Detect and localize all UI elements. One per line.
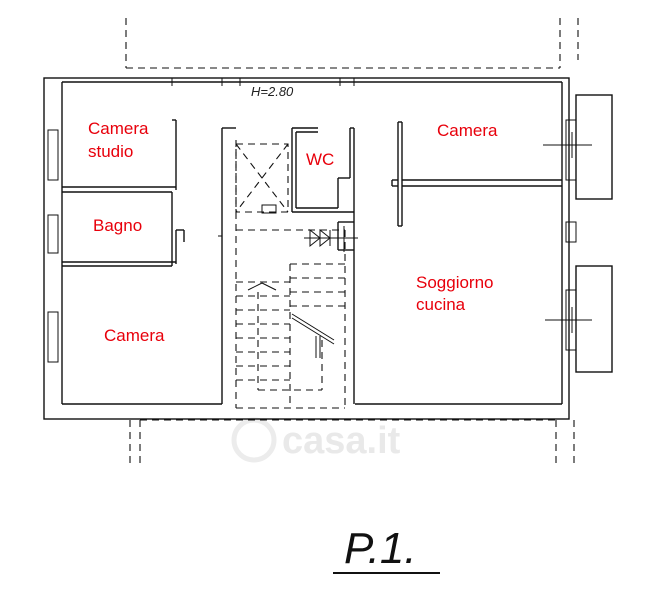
ceiling-height-label: H=2.80 [251, 84, 294, 99]
room-label-soggiorno-line1: Soggiorno [416, 273, 494, 292]
right-balconies [543, 94, 613, 373]
wc-walls [291, 127, 355, 404]
boundary-dashes [125, 18, 579, 466]
outer-walls [43, 77, 570, 420]
watermark: casa.it [231, 417, 401, 463]
room-label-camera-studio-line1: Camera [88, 119, 149, 138]
room-label-wc: WC [306, 150, 334, 169]
room-label-bagno: Bagno [93, 216, 142, 235]
left-windows [47, 129, 59, 363]
floor-label: P.1. [344, 524, 417, 573]
watermark-text: casa.it [282, 420, 401, 462]
left-partitions [62, 119, 185, 267]
stair-core [218, 127, 346, 409]
room-label-camera-right: Camera [437, 121, 498, 140]
right-partitions [391, 121, 562, 227]
room-label-camera-studio-line2: studio [88, 142, 133, 161]
meter-symbol [304, 226, 358, 252]
room-label-camera-left: Camera [104, 326, 165, 345]
room-label-soggiorno-line2: cucina [416, 295, 466, 314]
